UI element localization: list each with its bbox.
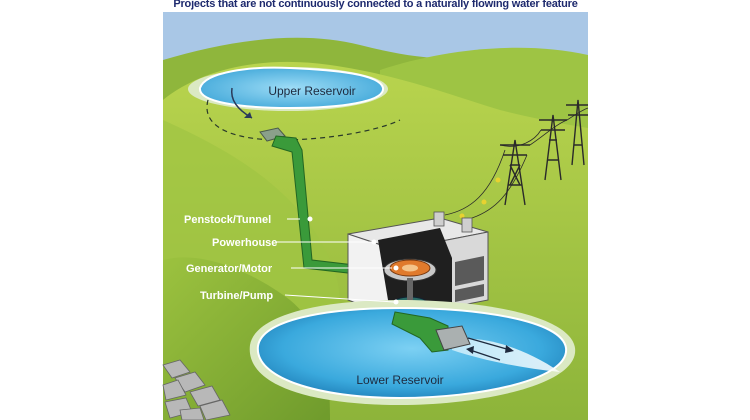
flow-arrowhead-upper [244, 112, 252, 118]
powerhouse-label: Powerhouse [212, 237, 277, 249]
penstock-label: Penstock/Tunnel [184, 214, 271, 226]
intake-structure [259, 127, 286, 142]
callout-leaders [276, 218, 395, 303]
diagram-title: Projects that are not continuously conne… [173, 0, 578, 10]
turbine-label: Turbine/Pump [200, 290, 273, 302]
powerhouse-window [455, 284, 484, 302]
turbine-shaft [407, 278, 413, 302]
callout-dot [307, 216, 313, 222]
upper-reservoir-water [199, 66, 384, 110]
flow-arrow-lower-return [469, 349, 501, 361]
line-marker [459, 213, 465, 219]
transformer [433, 211, 445, 227]
power-lines [444, 107, 589, 219]
draft-tube [391, 311, 449, 353]
flow-arrowhead-lower-return [466, 346, 474, 354]
transmission-towers [500, 99, 588, 206]
flow-arrow-lower [467, 337, 511, 351]
outlet-structure [435, 325, 471, 351]
callout-dot [393, 299, 399, 305]
generator-label: Generator/Motor [186, 263, 273, 275]
upper-reservoir-label: Upper Reservoir [268, 84, 355, 98]
generator-core [402, 264, 418, 272]
callout-dot [371, 239, 377, 245]
line-marker [481, 199, 487, 205]
outflow-plume [452, 338, 560, 372]
lower-reservoir-water [256, 306, 568, 400]
callout-dot [393, 265, 399, 271]
flow-arrowhead-lower [505, 345, 514, 353]
lower-reservoir-label: Lower Reservoir [356, 373, 443, 387]
rock-pile [162, 359, 231, 420]
transformer [461, 217, 473, 233]
powerhouse-window [455, 256, 484, 286]
line-marker [495, 177, 501, 183]
